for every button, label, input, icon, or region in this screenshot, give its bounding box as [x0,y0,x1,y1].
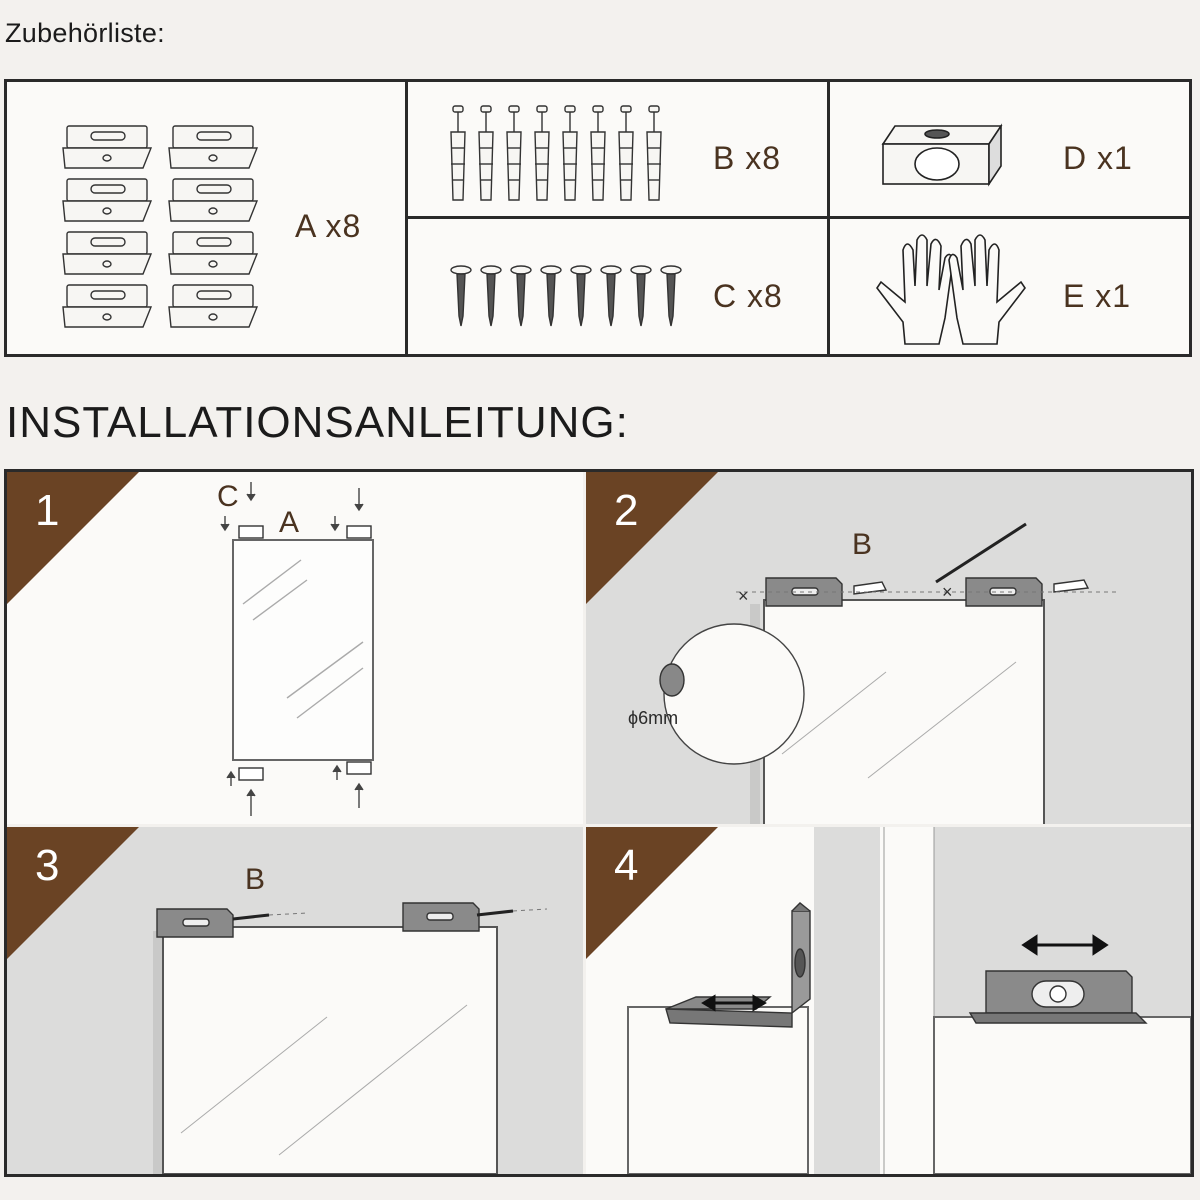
step-badge [7,472,139,604]
step-3-panel: 3 B [7,827,583,1174]
step-badge [586,827,718,959]
glove-icon [876,234,954,345]
part-d-label: D x1 [1063,140,1133,176]
spirit-level-illustration [881,123,1003,187]
table-divider [405,216,1189,219]
step-number: 3 [35,841,60,890]
brackets-illustration [62,125,258,328]
screws-illustration [450,265,682,327]
wall-plugs-illustration [450,105,662,201]
label-b: B [245,863,266,896]
part-e-label: E x1 [1063,278,1132,314]
step-3-illustration [153,902,548,1174]
label-b: B [852,528,873,561]
drill-diameter-label: ϕ6mm [628,708,679,728]
step-1-panel: 1 C A [7,472,583,824]
step-number: 2 [614,486,639,535]
step-badge [7,827,139,959]
part-b-label: B x8 [713,140,782,176]
step-number: 4 [614,841,639,890]
svg-text:×: × [942,582,953,602]
step-2-panel: 2 × × B ϕ6mm [586,472,1191,824]
label-a: A [279,506,300,539]
part-c-label: C x8 [713,278,783,314]
step-number: 1 [35,486,60,535]
bracket-icon [62,125,153,169]
installation-title: INSTALLATIONSANLEITUNG: [6,398,629,447]
svg-text:×: × [738,586,749,606]
step-4-illustration [627,827,1191,1174]
part-a-label: A x8 [295,208,362,244]
step-badge [586,472,718,604]
parts-table: A x8 B x8 [4,79,1192,357]
installation-steps: 1 C A [4,469,1194,1177]
step-4-panel: 4 [586,827,1191,1174]
glove-icon [948,234,1026,345]
parts-list-title: Zubehörliste: [5,18,165,48]
step-1-illustration [220,482,374,816]
wall-plug-icon [450,105,466,201]
label-c: C [217,480,239,513]
step-2-illustration: × × [659,522,1116,824]
gloves-illustration [876,234,1026,345]
screw-icon [450,265,472,327]
